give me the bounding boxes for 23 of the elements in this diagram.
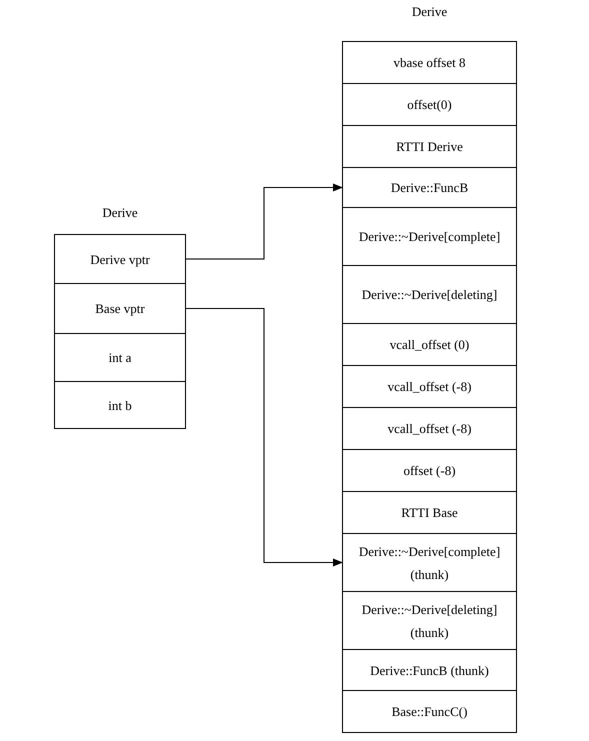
table-cell: Derive::~Derive[deleting] (thunk) bbox=[342, 591, 517, 650]
table-cell: offset(0) bbox=[342, 83, 517, 126]
table-cell: Base::FuncC() bbox=[342, 690, 517, 733]
table-cell: Derive::FuncB (thunk) bbox=[342, 649, 517, 691]
table-cell: vcall_offset (-8) bbox=[342, 365, 517, 408]
table-cell: Base vptr bbox=[54, 283, 186, 334]
arrow bbox=[186, 308, 343, 566]
table-cell: RTTI Base bbox=[342, 491, 517, 534]
table-cell: Derive::~Derive[deleting] bbox=[342, 265, 517, 324]
table-cell: Derive vptr bbox=[54, 234, 186, 284]
table-cell: offset (-8) bbox=[342, 449, 517, 492]
table-cell: Derive::FuncB bbox=[342, 167, 517, 208]
arrow bbox=[186, 184, 343, 260]
table-cell: vcall_offset (-8) bbox=[342, 407, 517, 450]
table-title: Derive bbox=[101, 205, 139, 221]
table-cell: int b bbox=[54, 381, 186, 429]
table-cell: RTTI Derive bbox=[342, 125, 517, 168]
table-cell: int a bbox=[54, 333, 186, 382]
table-title: Derive bbox=[410, 4, 448, 20]
table-cell: Derive::~Derive[complete] (thunk) bbox=[342, 533, 517, 592]
table-cell: Derive::~Derive[complete] bbox=[342, 207, 517, 266]
table-cell: vbase offset 8 bbox=[342, 41, 517, 84]
table-cell: vcall_offset (0) bbox=[342, 323, 517, 366]
